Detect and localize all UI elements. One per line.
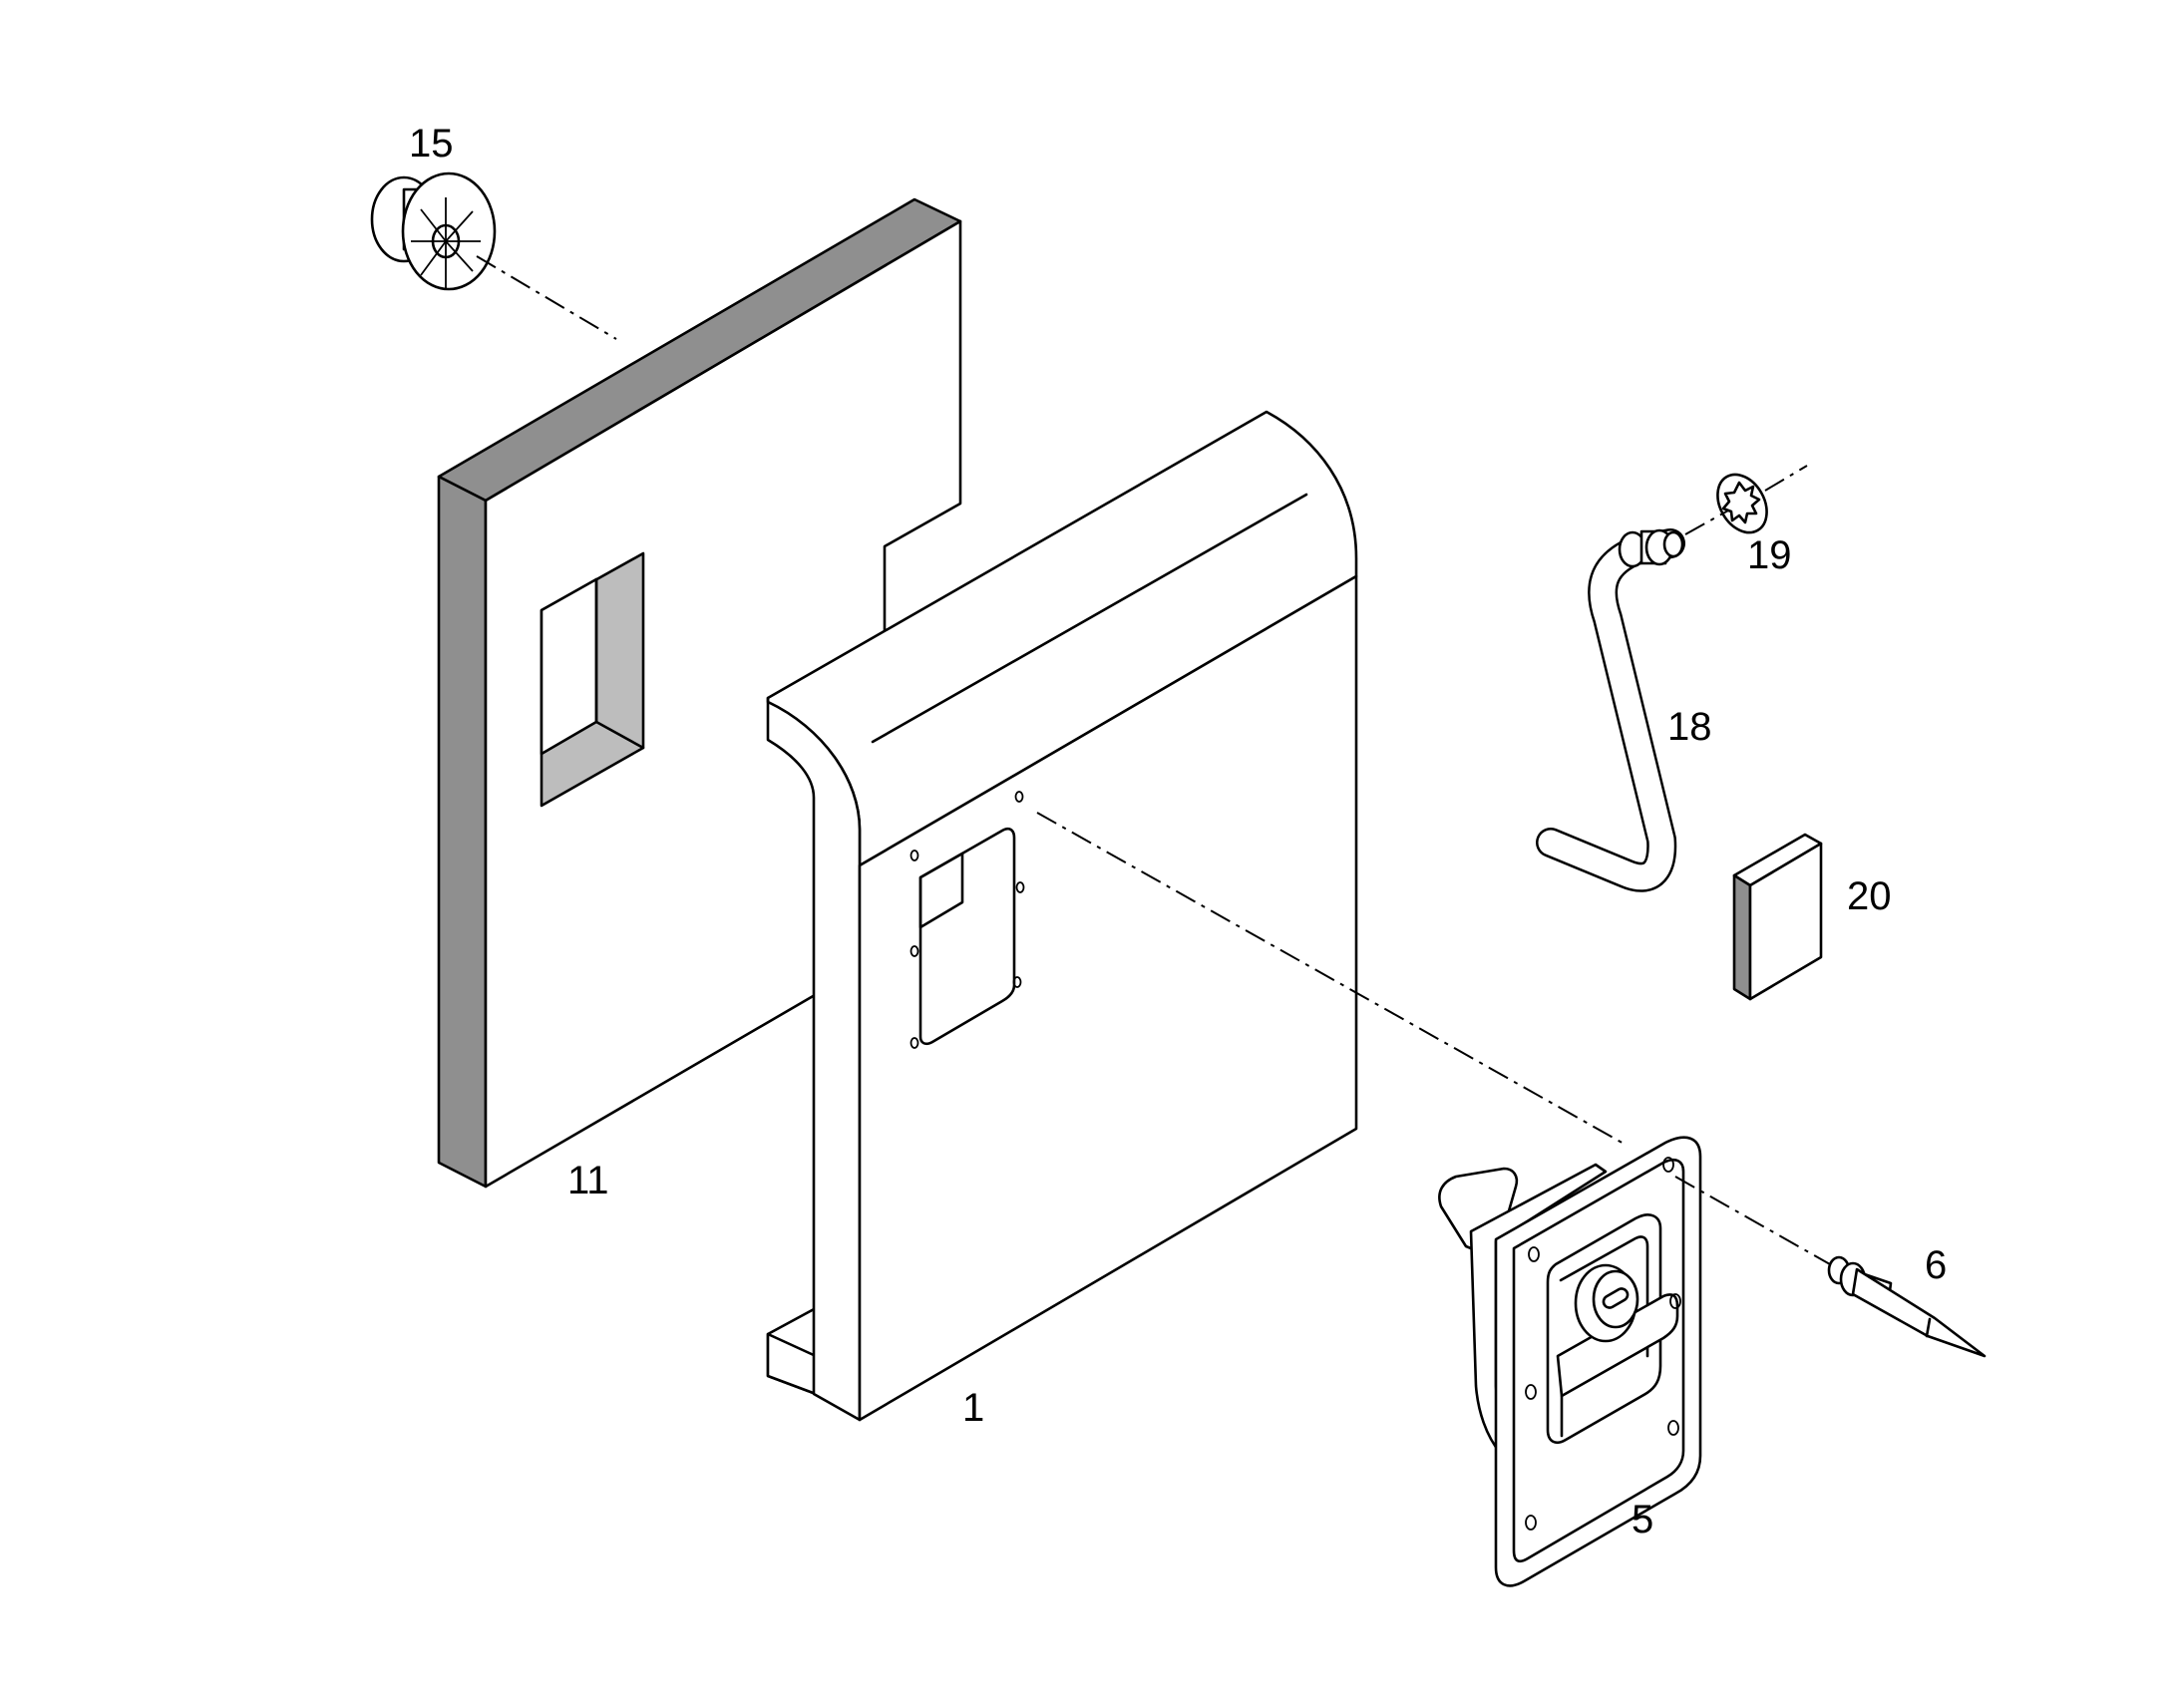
callout-19: 19 bbox=[1747, 533, 1792, 577]
callout-20: 20 bbox=[1847, 874, 1892, 918]
leader-lines bbox=[476, 255, 1831, 1265]
lockwasher-part-19 bbox=[1716, 473, 1768, 534]
callout-labels: 15 19 18 20 11 1 6 5 bbox=[409, 122, 1947, 1541]
callout-15: 15 bbox=[409, 122, 454, 166]
callout-1: 1 bbox=[962, 1386, 984, 1430]
callout-6: 6 bbox=[1925, 1243, 1947, 1287]
pad-part-20 bbox=[1732, 833, 1823, 1001]
callout-18: 18 bbox=[1667, 705, 1712, 749]
pin-part-6 bbox=[1827, 1255, 1987, 1358]
callout-11: 11 bbox=[567, 1159, 609, 1202]
handle-part-18 bbox=[1536, 528, 1685, 892]
callout-5: 5 bbox=[1632, 1498, 1653, 1541]
latch-part-5 bbox=[1438, 1136, 1702, 1587]
grommet-part-15 bbox=[370, 171, 497, 291]
insulation-part-11 bbox=[437, 197, 962, 1189]
panel-part-1 bbox=[766, 410, 1358, 1422]
